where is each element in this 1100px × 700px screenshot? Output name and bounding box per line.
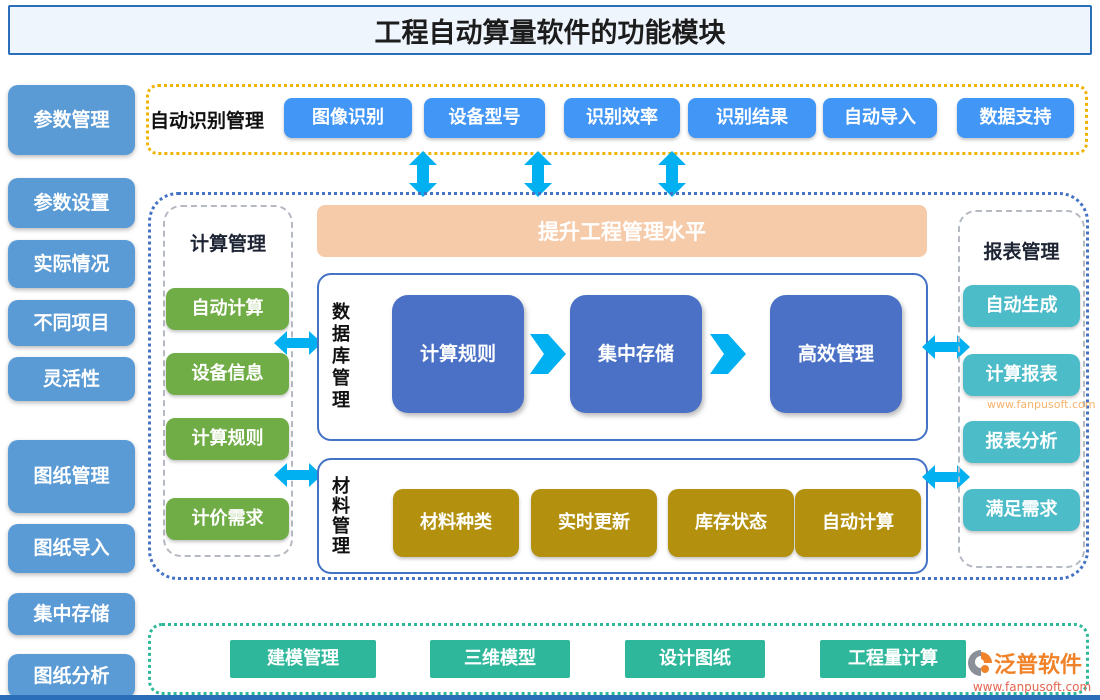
material-item-inventory-status: 库存状态 xyxy=(668,489,794,557)
calc-item-calculation-rules: 计算规则 xyxy=(166,418,289,460)
sidebar-item-different-projects: 不同项目 xyxy=(8,300,135,346)
calc-management-title: 计算管理 xyxy=(189,233,266,255)
bottom-group-border xyxy=(148,623,1089,695)
sidebar-item-drawing-management: 图纸管理 xyxy=(8,440,135,513)
report-item-report-analysis: 报表分析 xyxy=(963,421,1080,463)
fanpu-logo-url: www.fanpusoft.com xyxy=(972,680,1092,694)
sidebar-item-central-storage: 集中存储 xyxy=(8,593,135,635)
banner-improve-management: 提升工程管理水平 xyxy=(317,205,927,257)
sidebar-item-drawing-analysis: 图纸分析 xyxy=(8,654,135,698)
recognition-item-recognition-efficiency: 识别效率 xyxy=(564,98,680,138)
fanpu-logo-icon xyxy=(968,650,992,676)
recognition-item-data-support: 数据支持 xyxy=(957,98,1074,138)
recognition-item-device-model: 设备型号 xyxy=(424,98,545,138)
report-item-auto-generate: 自动生成 xyxy=(963,285,1080,327)
fanpu-logo: 泛普软件 www.fanpusoft.com xyxy=(968,647,1096,694)
recognition-item-recognition-result: 识别结果 xyxy=(688,98,816,138)
bottom-divider xyxy=(0,695,1100,700)
flow-arrow-icon xyxy=(710,334,746,374)
auto-recognition-label: 自动识别管理 xyxy=(150,110,265,132)
material-item-auto-calculation: 自动计算 xyxy=(795,489,921,557)
db-step-calculation-rules: 计算规则 xyxy=(392,295,524,413)
material-item-realtime-update: 实时更新 xyxy=(531,489,657,557)
material-item-material-types: 材料种类 xyxy=(393,489,519,557)
fanpu-logo-text: 泛普软件 xyxy=(994,653,1083,678)
leftright-arrow-icon xyxy=(274,331,322,355)
calc-management-panel: 计算管理 xyxy=(163,205,293,557)
db-step-central-storage: 集中存储 xyxy=(570,295,702,413)
updown-arrow-icon xyxy=(409,151,437,197)
report-management-panel: 报表管理 xyxy=(958,210,1085,568)
bottom-item-design-drawings: 设计图纸 xyxy=(625,640,765,678)
site-watermark: www.fanpusoft.com xyxy=(987,398,1096,411)
report-item-calculation-report: 计算报表 xyxy=(963,354,1080,396)
database-management-title: 数据库管理 xyxy=(329,302,350,412)
bottom-item-3d-model: 三维模型 xyxy=(430,640,570,678)
auto-recognition-group-border xyxy=(146,84,1088,155)
report-item-meet-demand: 满足需求 xyxy=(963,489,1080,531)
calc-item-pricing-demand: 计价需求 xyxy=(166,498,289,540)
db-step-efficient-management: 高效管理 xyxy=(770,295,902,413)
flow-arrow-icon xyxy=(530,334,566,374)
recognition-item-image-recognition: 图像识别 xyxy=(284,98,412,138)
report-management-title: 报表管理 xyxy=(983,241,1060,263)
updown-arrow-icon xyxy=(524,151,552,197)
bottom-item-quantity-calculation: 工程量计算 xyxy=(820,640,966,678)
sidebar-item-flexibility: 灵活性 xyxy=(8,357,135,401)
material-management-title: 材料管理 xyxy=(329,476,350,556)
calc-item-device-info: 设备信息 xyxy=(166,353,289,395)
recognition-item-auto-import: 自动导入 xyxy=(823,98,937,138)
sidebar-item-parameter-management: 参数管理 xyxy=(8,85,135,155)
calc-item-auto-calculation: 自动计算 xyxy=(166,288,289,330)
sidebar-item-drawing-import: 图纸导入 xyxy=(8,524,135,573)
page-title: 工程自动算量软件的功能模块 xyxy=(8,5,1092,55)
updown-arrow-icon xyxy=(658,151,686,197)
main-group-border xyxy=(148,192,1089,580)
leftright-arrow-icon xyxy=(274,463,322,487)
sidebar-item-parameter-settings: 参数设置 xyxy=(8,178,135,228)
bottom-item-modeling-management: 建模管理 xyxy=(230,640,376,678)
sidebar-item-actual-situation: 实际情况 xyxy=(8,240,135,288)
